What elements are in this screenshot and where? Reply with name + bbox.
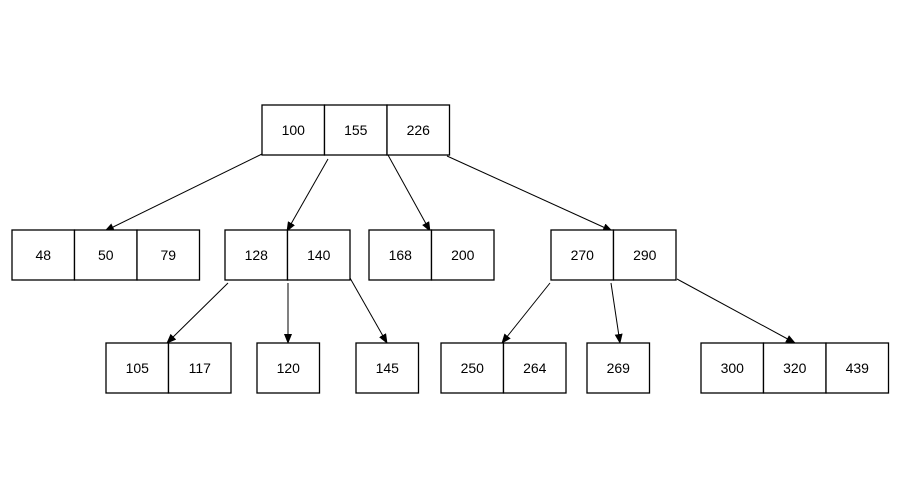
key-cell-box bbox=[430, 229, 495, 281]
key-cell-box bbox=[762, 342, 827, 394]
edge-n4-to-n10 bbox=[676, 278, 796, 344]
arrow-icon bbox=[349, 277, 388, 344]
key-cell-box bbox=[386, 104, 451, 156]
arrow-icon bbox=[501, 282, 551, 344]
key-value: 105 bbox=[126, 360, 150, 376]
tree-node-n6: 120 bbox=[256, 342, 321, 394]
key-value: 140 bbox=[307, 247, 331, 263]
key-cell: 264 bbox=[502, 342, 567, 394]
key-cell: 117 bbox=[167, 342, 232, 394]
arrow-icon bbox=[387, 154, 431, 232]
key-cell: 290 bbox=[612, 229, 677, 281]
tree-node-n7: 145 bbox=[355, 342, 420, 394]
key-value: 50 bbox=[98, 247, 114, 263]
arrow-icon bbox=[104, 153, 263, 232]
key-cell: 128 bbox=[224, 229, 289, 281]
edge-n2-to-n7 bbox=[349, 277, 388, 344]
key-cell: 270 bbox=[550, 229, 615, 281]
key-cell-box bbox=[355, 342, 420, 394]
key-cell: 140 bbox=[286, 229, 351, 281]
key-value: 439 bbox=[846, 360, 870, 376]
edge-root-to-n1 bbox=[104, 153, 263, 232]
key-value: 300 bbox=[721, 360, 745, 376]
edge-root-to-n2 bbox=[286, 158, 329, 232]
key-cell: 226 bbox=[386, 104, 451, 156]
tree-node-n10: 300 320 439 bbox=[700, 342, 890, 394]
key-cell-box bbox=[256, 342, 321, 394]
key-cell-box bbox=[11, 229, 76, 281]
edge-n4-to-n8 bbox=[501, 282, 551, 344]
edge-n2-to-n5 bbox=[166, 282, 229, 344]
key-value: 100 bbox=[282, 122, 306, 138]
key-cell: 100 bbox=[261, 104, 326, 156]
key-cell-box bbox=[586, 342, 651, 394]
key-value: 155 bbox=[344, 122, 368, 138]
key-cell-box bbox=[825, 342, 890, 394]
key-cell-box bbox=[700, 342, 765, 394]
tree-node-root: 100 155 226 bbox=[261, 104, 451, 156]
arrow-icon bbox=[676, 278, 796, 344]
key-cell-box bbox=[368, 229, 433, 281]
key-cell: 145 bbox=[355, 342, 420, 394]
arrow-icon bbox=[286, 158, 329, 232]
arrow-icon bbox=[166, 282, 229, 344]
key-cell: 79 bbox=[136, 229, 201, 281]
key-cell: 439 bbox=[825, 342, 890, 394]
key-value: 226 bbox=[407, 122, 431, 138]
key-value: 320 bbox=[783, 360, 807, 376]
key-value: 290 bbox=[633, 247, 657, 263]
key-cell-box bbox=[286, 229, 351, 281]
key-cell-box bbox=[105, 342, 170, 394]
edges bbox=[104, 153, 796, 344]
key-cell-box bbox=[136, 229, 201, 281]
edge-root-to-n3 bbox=[387, 154, 431, 232]
key-value: 48 bbox=[35, 247, 51, 263]
key-cell: 168 bbox=[368, 229, 433, 281]
tree-node-n9: 269 bbox=[586, 342, 651, 394]
key-value: 117 bbox=[189, 360, 212, 376]
key-cell-box bbox=[440, 342, 505, 394]
key-cell: 269 bbox=[586, 342, 651, 394]
key-value: 200 bbox=[451, 247, 475, 263]
key-cell-box bbox=[73, 229, 138, 281]
key-cell-box bbox=[502, 342, 567, 394]
key-cell: 50 bbox=[73, 229, 138, 281]
key-cell-box bbox=[224, 229, 289, 281]
key-value: 264 bbox=[523, 360, 547, 376]
arrow-icon bbox=[446, 155, 613, 232]
key-cell: 48 bbox=[11, 229, 76, 281]
key-value: 269 bbox=[607, 360, 631, 376]
key-cell-box bbox=[612, 229, 677, 281]
key-value: 250 bbox=[461, 360, 485, 376]
key-cell: 250 bbox=[440, 342, 505, 394]
arrow-icon bbox=[610, 282, 623, 344]
key-cell: 120 bbox=[256, 342, 321, 394]
key-value: 79 bbox=[160, 247, 176, 263]
key-cell: 105 bbox=[105, 342, 170, 394]
edge-root-to-n4 bbox=[446, 155, 613, 232]
key-cell-box bbox=[167, 342, 232, 394]
key-value: 145 bbox=[376, 360, 400, 376]
tree-node-n2: 128 140 bbox=[224, 229, 351, 281]
tree-node-n5: 105 117 bbox=[105, 342, 232, 394]
key-value: 270 bbox=[571, 247, 595, 263]
tree-node-n8: 250 264 bbox=[440, 342, 567, 394]
tree-node-n1: 48 50 79 bbox=[11, 229, 201, 281]
edge-n4-to-n9 bbox=[610, 282, 623, 344]
key-value: 120 bbox=[277, 360, 301, 376]
key-cell: 155 bbox=[323, 104, 388, 156]
key-cell: 320 bbox=[762, 342, 827, 394]
key-value: 128 bbox=[245, 247, 269, 263]
tree-node-n3: 168 200 bbox=[368, 229, 495, 281]
tree-node-n4: 270 290 bbox=[550, 229, 677, 281]
key-cell-box bbox=[323, 104, 388, 156]
key-value: 168 bbox=[389, 247, 413, 263]
key-cell: 200 bbox=[430, 229, 495, 281]
key-cell: 300 bbox=[700, 342, 765, 394]
key-cell-box bbox=[550, 229, 615, 281]
